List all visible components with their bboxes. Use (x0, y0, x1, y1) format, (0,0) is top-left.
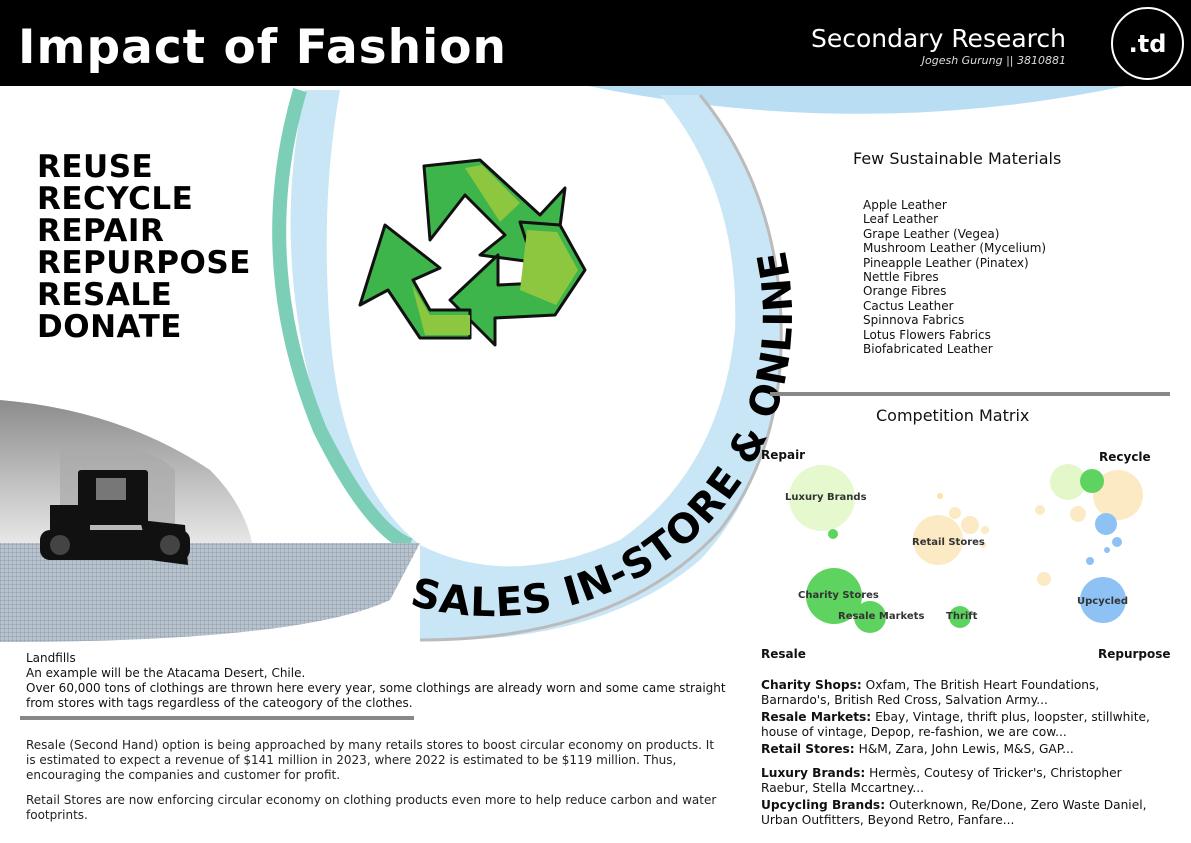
brand-text: Outerknown, Re/Done, Zero Waste Daniel, … (761, 798, 1147, 827)
material-item: Mushroom Leather (Mycelium) (863, 241, 1047, 256)
matrix-bubbles (789, 464, 1143, 633)
matrix-label-upcycled: Upcycled (1077, 596, 1129, 607)
divider-materials (770, 392, 1170, 396)
principle-repurpose: REPURPOSE (37, 245, 251, 281)
brand-entry: Upcycling Brands: Outerknown, Re/Done, Z… (761, 798, 1171, 827)
section-title: Secondary Research (810, 24, 1066, 53)
principle-resale: RESALE (37, 277, 173, 313)
material-item: Grape Leather (Vegea) (863, 226, 1000, 241)
header-bar: Impact of Fashion Secondary Research Jog… (0, 0, 1191, 86)
landfill-heading: Landfills (26, 651, 76, 665)
landfill-ground (0, 543, 420, 642)
brand-entry: Charity Shops: Oxfam, The British Heart … (761, 678, 1171, 707)
landfill-line2: Over 60,000 tons of clothings are thrown… (26, 681, 726, 710)
arc-teal (272, 88, 413, 552)
arc-grey-curve (419, 94, 783, 642)
material-item: Leaf Leather (863, 212, 939, 227)
logo-badge: .td (1111, 7, 1184, 80)
bubble-thrift (949, 606, 971, 628)
materials-title: Few Sustainable Materials (853, 149, 1062, 168)
matrix-label-luxury: Luxury Brands (785, 492, 867, 503)
matrix-corner-recycle: Recycle (1099, 450, 1151, 464)
principle-donate: DONATE (37, 309, 182, 345)
brand-text: Oxfam, The British Heart Foundations, Ba… (761, 678, 1100, 707)
material-item: Spinnova Fabrics (863, 313, 965, 328)
author-credit: Jogesh Gurung || 3810881 (921, 54, 1066, 67)
material-item: Pineapple Leather (Pinatex) (863, 255, 1029, 270)
brand-text: Ebay, Vintage, thrift plus, loopster, st… (761, 710, 1150, 739)
bubble-upcycled (1080, 577, 1126, 623)
material-item: Nettle Fibres (863, 270, 939, 285)
retail-paragraph: Retail Stores are now enforcing circular… (26, 793, 717, 822)
material-item: Biofabricated Leather (863, 342, 993, 357)
brand-label: Upcycling Brands: (761, 798, 886, 813)
recycle-icon (358, 158, 587, 347)
material-item: Cactus Leather (863, 298, 954, 313)
bubble-luxury (789, 465, 855, 531)
matrix-label-retail: Retail Stores (912, 537, 985, 548)
brand-entry: Resale Markets: Ebay, Vintage, thrift pl… (761, 710, 1171, 739)
resale-paragraph: Resale (Second Hand) option is being app… (26, 738, 715, 782)
matrix-label-charity: Charity Stores (798, 590, 879, 601)
bulldozer-icon (40, 470, 190, 565)
principle-repair: REPAIR (37, 213, 165, 249)
material-item: Lotus Flowers Fabrics (863, 327, 991, 342)
matrix-corner-repair: Repair (761, 448, 806, 462)
brand-text: H&M, Zara, John Lewis, M&S, GAP... (858, 742, 1074, 757)
brand-list: Charity Shops: Oxfam, The British Heart … (761, 678, 1171, 830)
brand-label: Resale Markets: (761, 710, 872, 725)
matrix-label-resale: Resale Markets (838, 611, 925, 622)
landfill-line1: An example will be the Atacama Desert, C… (26, 666, 306, 680)
matrix-label-thrift: Thrift (946, 611, 978, 622)
principle-recycle: RECYCLE (37, 181, 194, 217)
brand-entry: Luxury Brands: Hermès, Coutesy of Tricke… (761, 766, 1171, 795)
bubble-resale (854, 601, 886, 633)
divider-landfill (20, 716, 414, 720)
materials-list: Apple Leather Leaf Leather Grape Leather… (863, 198, 1046, 356)
matrix-corner-resale: Resale (761, 647, 806, 661)
bubble-charity (806, 568, 862, 624)
landfill-section: Landfills An example will be the Atacama… (26, 651, 726, 711)
brand-text: Hermès, Coutesy of Tricker's, Christophe… (761, 765, 1122, 795)
bubble-retail (913, 515, 963, 565)
arc-band (290, 90, 781, 641)
principle-reuse: REUSE (37, 149, 154, 185)
material-item: Apple Leather (863, 198, 947, 212)
brand-label: Luxury Brands: (761, 765, 866, 780)
page-title: Impact of Fashion (18, 20, 507, 75)
matrix-corner-repurpose: Repurpose (1098, 647, 1171, 661)
brand-label: Retail Stores: (761, 742, 855, 757)
principles-list: REUSE RECYCLE REPAIR REPURPOSE RESALE DO… (37, 151, 251, 343)
material-item: Orange Fibres (863, 284, 947, 299)
brand-label: Charity Shops: (761, 678, 862, 692)
matrix-title: Competition Matrix (876, 406, 1030, 425)
brand-entry: Retail Stores: H&M, Zara, John Lewis, M&… (761, 742, 1171, 757)
